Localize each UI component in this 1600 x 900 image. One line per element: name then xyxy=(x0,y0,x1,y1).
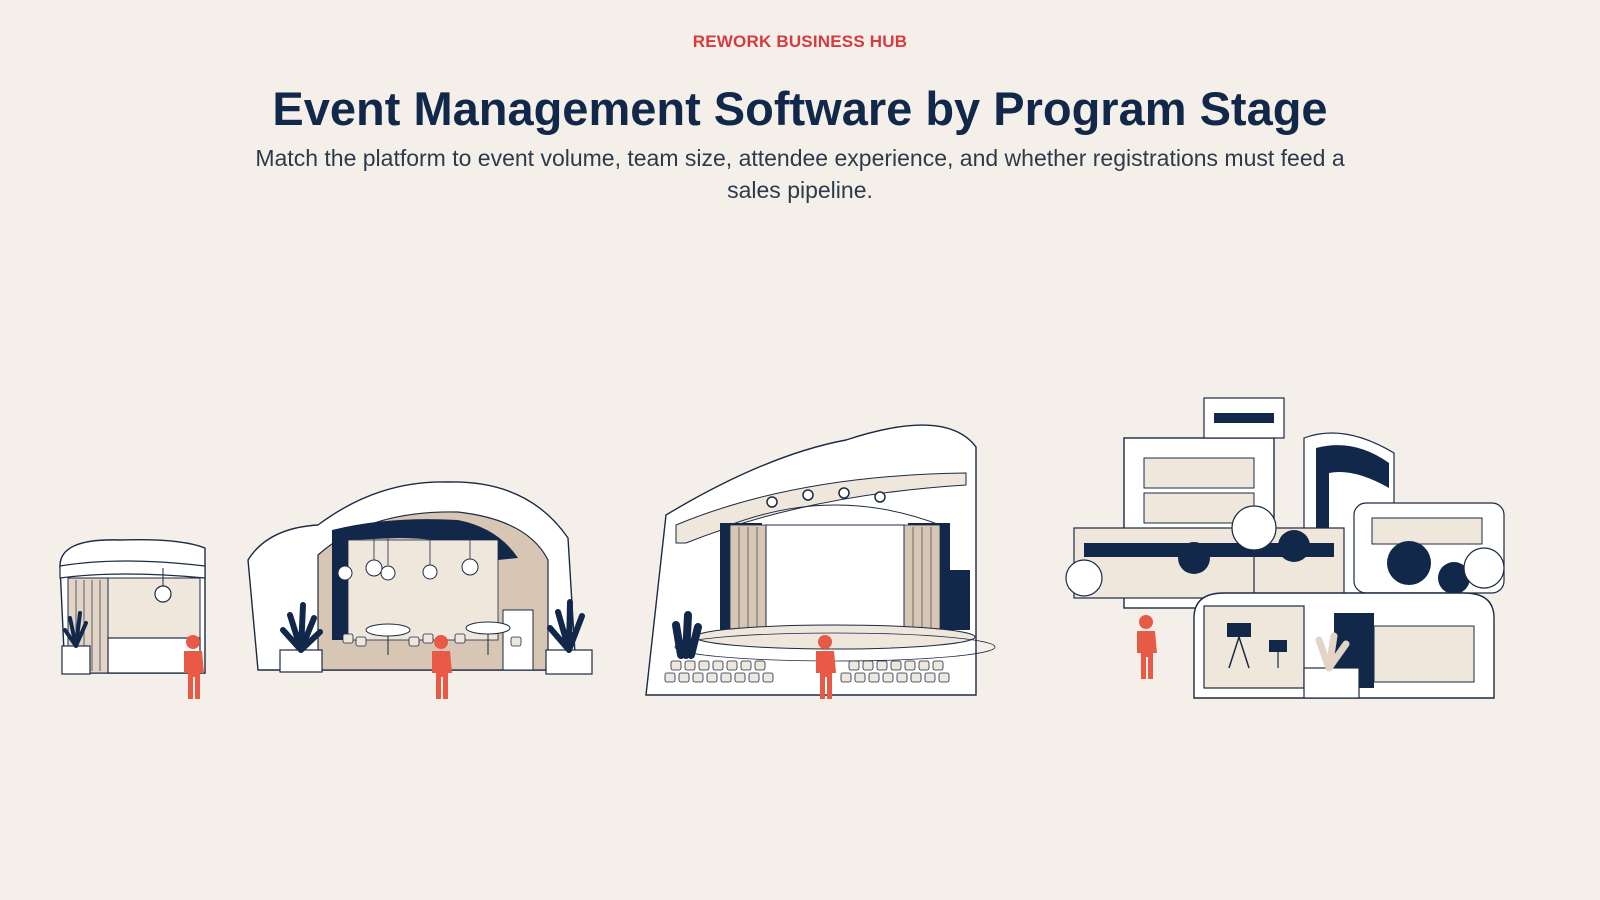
page-title: Event Management Software by Program Sta… xyxy=(272,82,1328,135)
page-subtitle: Match the platform to event volume, team… xyxy=(255,145,1345,203)
auditorium-stage-icon xyxy=(645,424,996,696)
attendee-figure xyxy=(1137,615,1157,679)
brand-eyebrow: REWORK BUSINESS HUB xyxy=(692,32,908,51)
kiosk-booth-icon xyxy=(59,538,206,675)
program-stage-illustration xyxy=(0,370,1600,720)
corporate-campus-icon xyxy=(1065,397,1505,699)
banquet-hall-icon xyxy=(247,481,593,675)
